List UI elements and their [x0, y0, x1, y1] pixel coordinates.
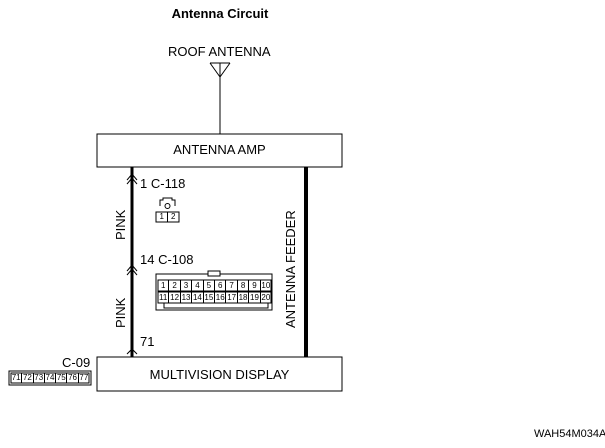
amp-connector-id: C-118: [150, 176, 186, 191]
amp-pin-connector-label: 1 C-118: [140, 176, 185, 191]
c118-pin: 2: [171, 212, 176, 221]
connector-pin: 73: [32, 373, 44, 383]
connector-pin: 71: [11, 373, 21, 382]
connector-pin: 19: [248, 292, 259, 303]
connector-pin: 4: [191, 280, 202, 291]
connector-pin: 16: [214, 292, 225, 303]
wire-color-lower-label: PINK: [113, 297, 128, 328]
connector-pin: 6: [214, 280, 225, 291]
mid-connector-id: C-108: [158, 252, 194, 267]
multivision-display-box: [96, 356, 343, 392]
connector-pin: 72: [21, 373, 32, 383]
c118-pin: 1: [159, 212, 164, 221]
display-connector-id: C-09: [62, 355, 91, 370]
wire-color-upper-label: PINK: [113, 209, 128, 240]
display-pin-number: 71: [140, 334, 155, 349]
roof-antenna-label: ROOF ANTENNA: [168, 44, 271, 59]
connector-pin: 76: [66, 373, 77, 383]
c118-pin-row: 1 2: [156, 212, 179, 222]
connector-pin: 11: [159, 293, 168, 302]
mid-pin-connector-label: 14 C-108: [140, 252, 194, 267]
multivision-display-label: MULTIVISION DISPLAY: [149, 367, 290, 382]
connector-pin: 18: [236, 292, 248, 303]
connector-pin: 10: [259, 280, 271, 291]
connector-pin: 74: [43, 373, 55, 383]
amp-pin-number: 1: [140, 176, 148, 191]
connector-pin: 5: [202, 280, 214, 291]
connector-pin: 2: [168, 280, 179, 291]
connector-pin: 7: [225, 280, 236, 291]
connector-pin: 13: [179, 292, 191, 303]
connector-pin: 8: [236, 280, 248, 291]
antenna-amp-box: [96, 133, 343, 168]
antenna-amp-label: ANTENNA AMP: [173, 142, 266, 157]
connector-pin: 15: [202, 292, 214, 303]
antenna-symbol-icon: [209, 62, 231, 134]
connector-pin: 3: [179, 280, 191, 291]
connector-pin: 77: [77, 373, 89, 383]
connector-pin: 1: [160, 281, 166, 290]
connector-pin: 12: [168, 292, 180, 303]
mid-pin-number: 14: [140, 252, 155, 267]
c09-connector-icon: [8, 370, 92, 386]
connector-chevrons: [126, 173, 138, 355]
connector-pin: 20: [259, 292, 271, 303]
connector-pin: 9: [248, 280, 259, 291]
reference-code: WAH54M034A: [534, 428, 605, 440]
connector-pin: 75: [55, 373, 66, 383]
connector-pin: 17: [225, 292, 237, 303]
c118-connector-icon: [155, 197, 180, 223]
connector-pin: 14: [191, 292, 202, 303]
antenna-feeder-label: ANTENNA FEEDER: [283, 210, 298, 328]
diagram-title: Antenna Circuit: [171, 6, 269, 21]
